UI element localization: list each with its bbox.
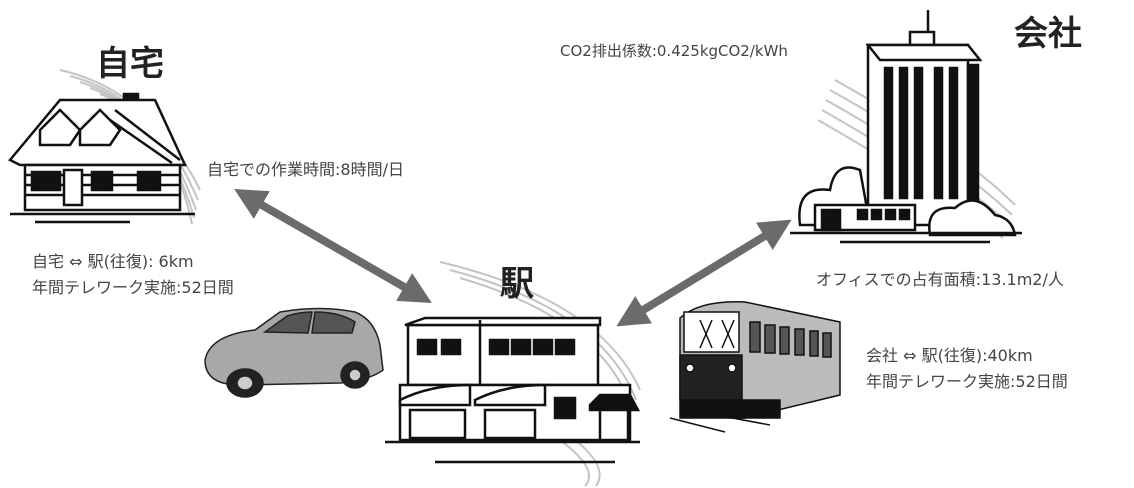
- home-title: 自宅: [96, 44, 164, 84]
- company-title: 会社: [1014, 14, 1082, 54]
- train-icon: [669, 301, 841, 433]
- office-area-label: オフィスでの占有面積:13.1m2/人: [816, 270, 1064, 289]
- car-icon: [204, 307, 384, 398]
- home-station-arrow: [234, 189, 432, 303]
- home-telework-days-label: 年間テレワーク実施:52日間: [32, 278, 234, 297]
- company-station-distance-label: 会社 ⇔ 駅(往復):40km: [866, 346, 1033, 365]
- home-station-distance-label: 自宅 ⇔ 駅(往復): 6km: [32, 252, 194, 271]
- company-telework-days-label: 年間テレワーク実施:52日間: [866, 372, 1068, 391]
- co2-factor-label: CO2排出係数:0.425kgCO2/kWh: [560, 42, 788, 60]
- station-icon: [385, 316, 641, 464]
- station-company-arrow: [616, 219, 792, 327]
- office-building-icon: [790, 10, 1022, 244]
- house-icon: [8, 92, 195, 224]
- station-title: 駅: [500, 264, 534, 304]
- home-work-hours-label: 自宅での作業時間:8時間/日: [207, 160, 404, 179]
